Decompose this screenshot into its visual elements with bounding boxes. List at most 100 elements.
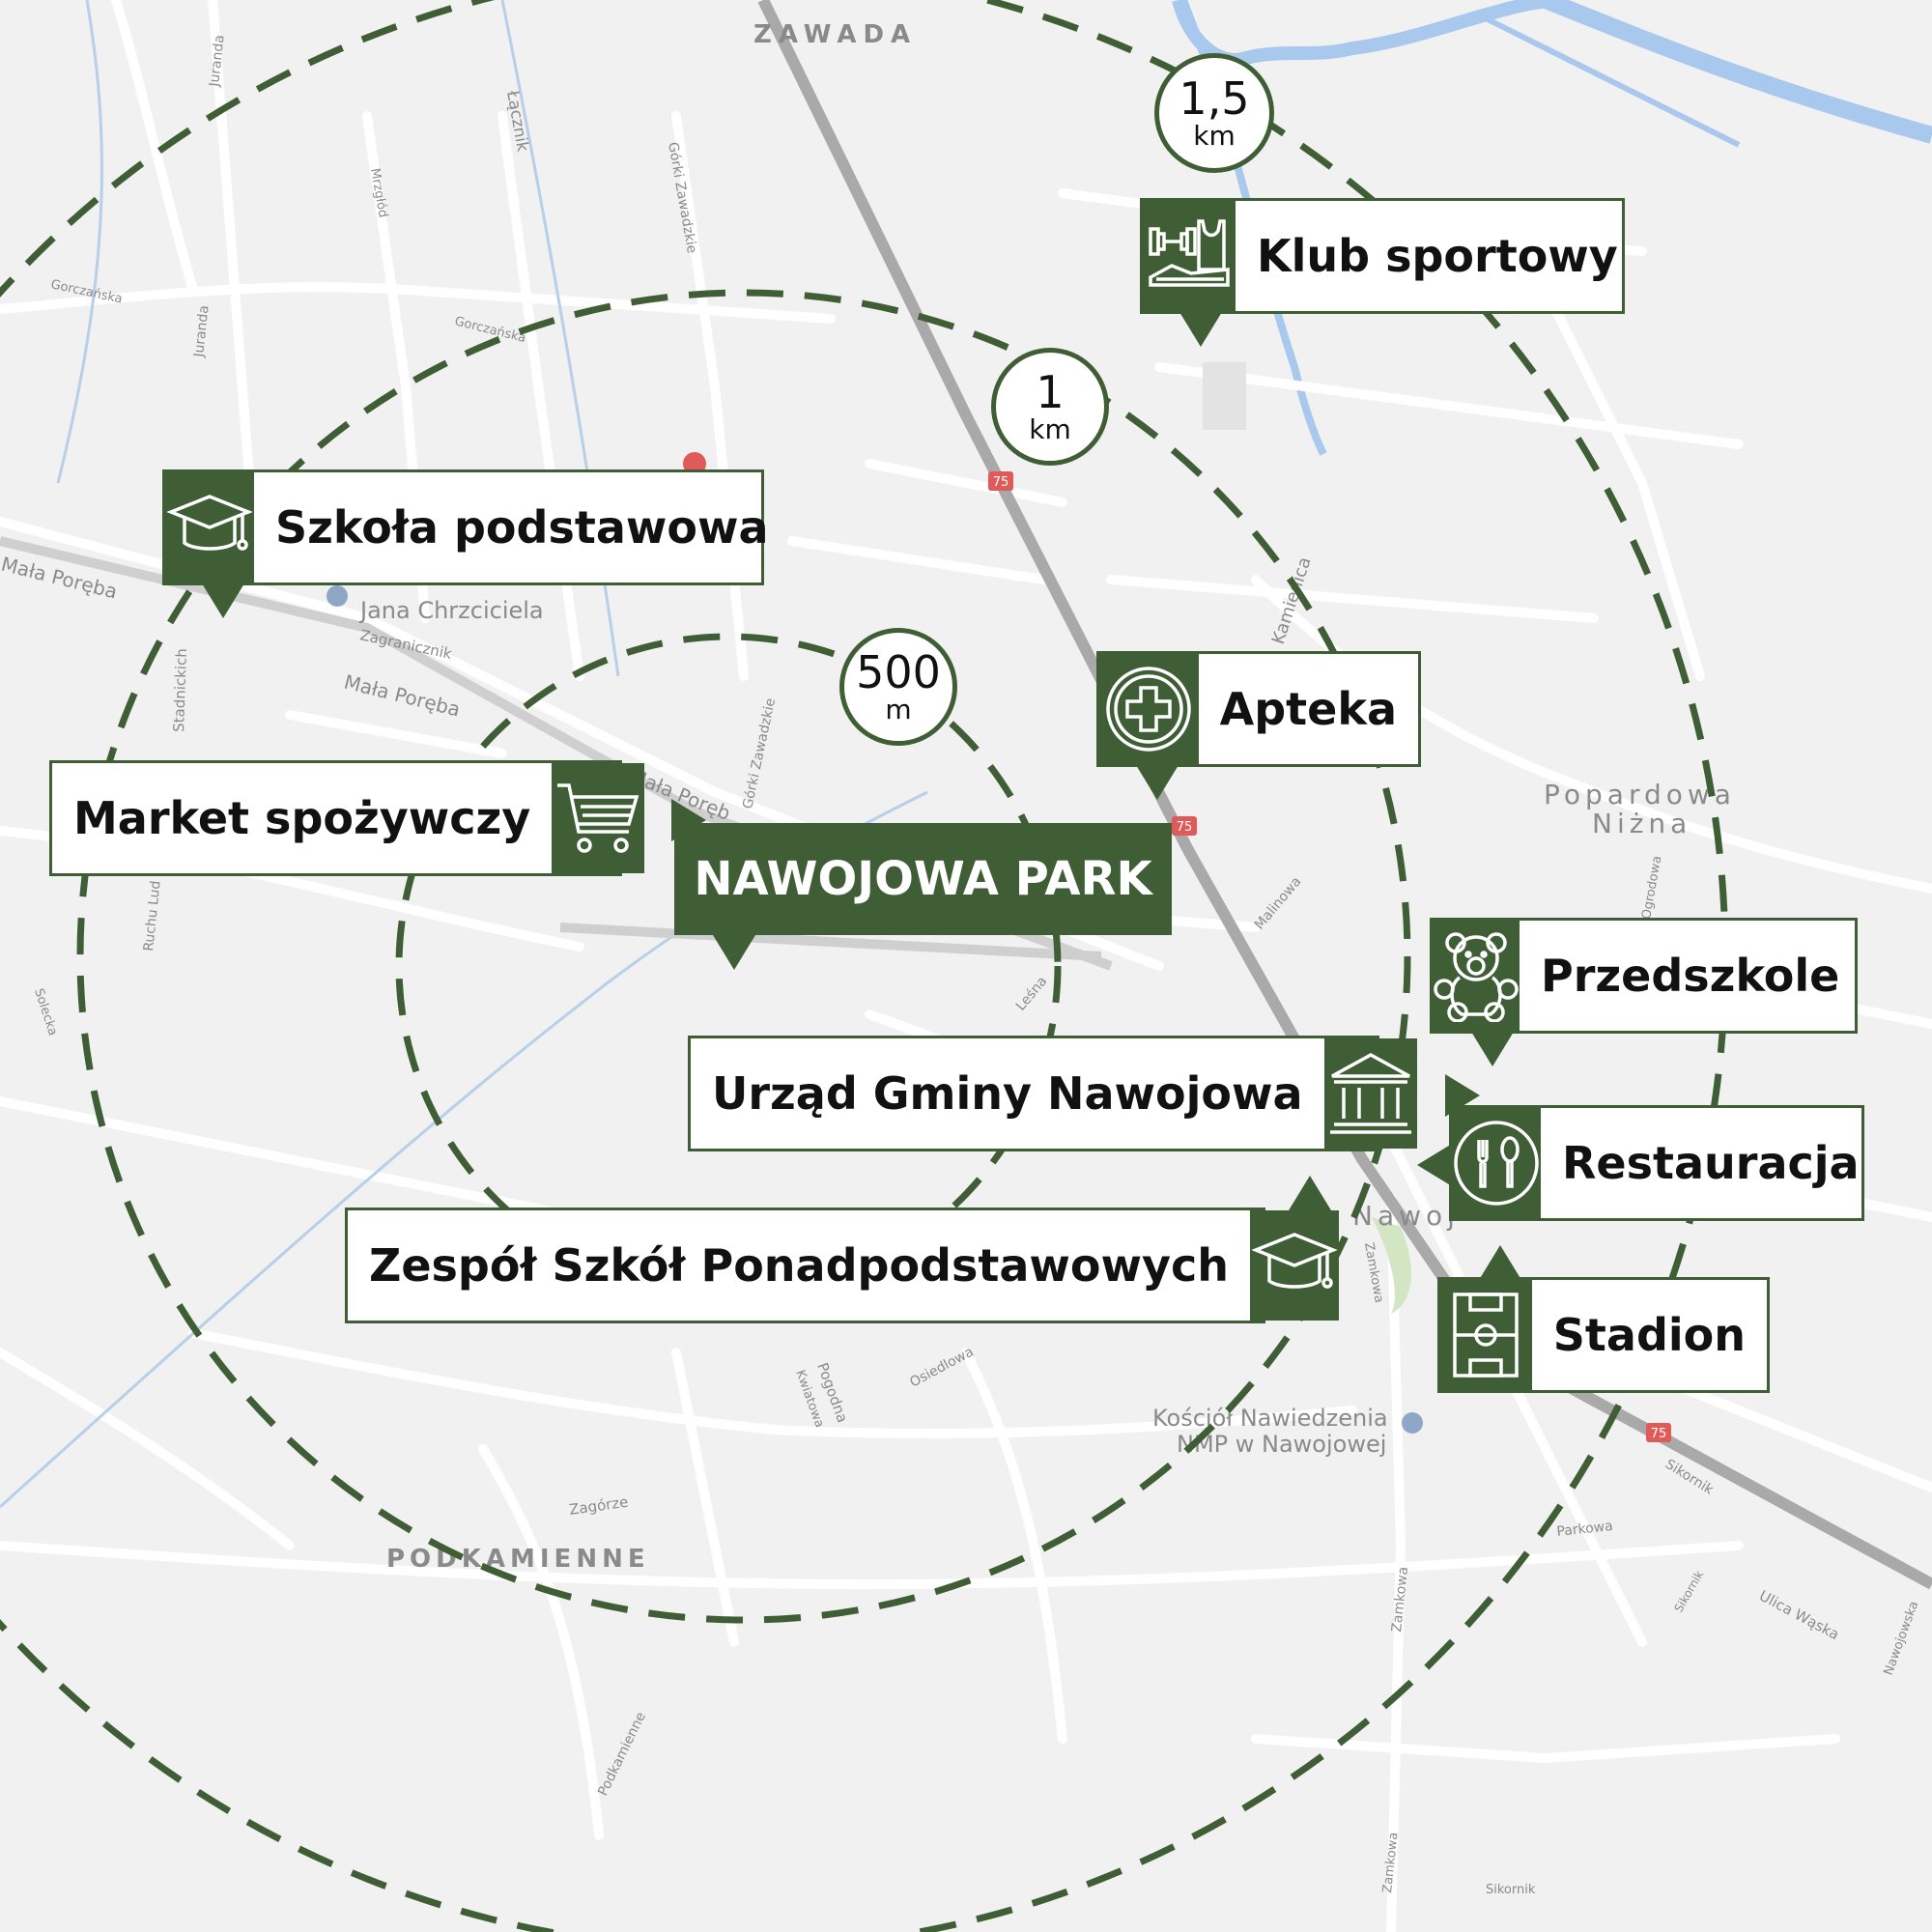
street-label: Zamkowa <box>1361 1241 1386 1304</box>
poi-icon-box <box>1417 1108 1541 1218</box>
river <box>1172 0 1566 67</box>
place-label: ZAWADA <box>753 20 917 49</box>
football-pitch-icon <box>1453 1293 1520 1378</box>
poi-pointer <box>1179 312 1222 347</box>
graduation-cap-icon <box>166 495 253 551</box>
distance-value: 500 <box>856 646 941 698</box>
road-shield-75: 75 <box>988 471 1013 491</box>
poi-label: Urząd Gminy Nawojowa <box>712 1067 1303 1120</box>
street-label: Mała Poręba <box>342 670 463 722</box>
poi-label: Apteka <box>1219 683 1397 735</box>
street-label: Zagórze <box>568 1493 629 1519</box>
road-shield-75: 75 <box>1172 816 1197 836</box>
poi-label: Zespół Szkół Ponadpodstawowych <box>369 1239 1229 1292</box>
poi-label: Przedszkole <box>1541 950 1840 1002</box>
place-label: Popardowa <box>1544 779 1736 810</box>
place-label: Kościół Nawiedzenia <box>1152 1405 1388 1432</box>
poi-zespol-szkol[interactable]: Zespół Szkół Ponadpodstawowych <box>345 1176 1339 1323</box>
pharmacy-cross-icon <box>1106 667 1192 752</box>
poi-stadion[interactable]: Stadion <box>1437 1245 1770 1393</box>
poi-icon-box <box>552 763 707 873</box>
place-label: Jana Chrzciciela <box>358 597 544 624</box>
poi-pointer <box>1136 765 1179 800</box>
road-shield-label: 75 <box>993 475 1009 490</box>
poi-icon-box <box>1099 654 1199 800</box>
street-label: Zamkowa <box>1389 1566 1411 1633</box>
road-shield-label: 75 <box>1177 820 1193 835</box>
parish-marker <box>327 585 348 607</box>
church-marker <box>1402 1412 1423 1434</box>
place-label: Nawoj <box>1352 1200 1460 1232</box>
road-center-east <box>559 923 1102 961</box>
distance-badge-1-5km: 1,5 km <box>1154 53 1274 173</box>
river <box>1542 0 1932 144</box>
fork-spoon-icon <box>1454 1121 1539 1206</box>
street-label: Sikornik <box>1486 1883 1536 1897</box>
place-label: PODKAMIENNE <box>386 1545 650 1574</box>
street-label: Osiedlowa <box>907 1345 976 1391</box>
distance-value: 1,5 <box>1179 72 1250 125</box>
poi-klub-sportowy[interactable]: Klub sportowy <box>1140 198 1625 347</box>
street-label: Sikornik <box>1671 1568 1706 1614</box>
ring-500m <box>395 633 1062 1299</box>
poi-label: Market spożywczy <box>73 792 531 844</box>
street-label: Mrzgłód <box>367 167 390 218</box>
center-pointer <box>713 935 755 970</box>
place-label: NMP w Nawojowej <box>1177 1431 1386 1458</box>
poi-pointer <box>1479 1245 1521 1280</box>
poi-label: Restauracja <box>1562 1137 1860 1189</box>
street-label: Górki Zawadzkie <box>665 141 699 255</box>
poi-apteka[interactable]: Apteka <box>1096 651 1421 800</box>
river <box>1486 16 1741 148</box>
road-shield-label: 75 <box>1651 1427 1667 1441</box>
poi-icon-box <box>1250 1176 1339 1321</box>
government-building-icon <box>1329 1053 1411 1134</box>
distance-value: 1 <box>1036 366 1065 418</box>
poi-pointer <box>671 799 707 841</box>
gym-icon <box>1149 219 1230 287</box>
street-label: Ruchu Lud <box>141 880 164 952</box>
street-label: Ulica Wąska <box>1756 1587 1842 1644</box>
distance-unit: km <box>1193 120 1236 152</box>
street-label: Juranda <box>191 304 213 358</box>
shopping-cart-icon <box>557 783 639 853</box>
street-label: Solecka <box>31 987 60 1037</box>
street-label: Zamkowa <box>1380 1832 1402 1893</box>
graduation-cap-icon <box>1251 1233 1338 1289</box>
sports-field-area <box>1203 362 1246 430</box>
distance-unit: km <box>1029 413 1071 445</box>
poi-pointer <box>202 583 244 618</box>
poi-pointer <box>1289 1176 1331 1210</box>
poi-icon-box <box>1433 921 1520 1066</box>
street-label: Leśna <box>1013 974 1051 1014</box>
poi-przedszkole[interactable]: Przedszkole <box>1430 918 1858 1066</box>
park-area <box>1372 1217 1411 1314</box>
distance-badge-500m: 500 m <box>839 628 957 746</box>
poi-label: Stadion <box>1552 1309 1746 1361</box>
center-label[interactable]: NAWOJOWA PARK <box>674 823 1172 970</box>
place-label: Niżna <box>1592 808 1691 839</box>
street-label: Podkamienne <box>595 1710 649 1799</box>
center-label-text: NAWOJOWA PARK <box>694 852 1152 906</box>
poi-szkola-podstawowa[interactable]: Szkoła podstawowa <box>162 469 769 618</box>
street-label: Malinowa <box>1252 874 1305 933</box>
street-label: Górki Zawadzkie <box>740 696 779 810</box>
street-label: Zagranicznik <box>358 626 453 663</box>
street-label: Parkowa <box>1556 1519 1614 1540</box>
ring-1km <box>76 289 1411 1624</box>
poi-icon-box <box>1440 1245 1532 1390</box>
poi-restauracja[interactable]: Restauracja <box>1417 1105 1864 1221</box>
poi-icon-box <box>1323 1038 1480 1149</box>
poi-label: Szkoła podstawowa <box>275 501 769 554</box>
poi-urzad-gminy[interactable]: Urząd Gminy Nawojowa <box>688 1036 1480 1151</box>
poi-market-spozywczy[interactable]: Market spożywczy <box>49 760 707 876</box>
teddy-bear-icon <box>1434 932 1519 1022</box>
poi-label: Klub sportowy <box>1257 230 1618 282</box>
street-label: Stadnickich <box>170 648 190 732</box>
poi-icon-box <box>165 472 254 618</box>
poi-pointer <box>1417 1144 1452 1186</box>
street-label: Ogrodowa <box>1639 855 1664 921</box>
poi-icon-box <box>1143 201 1236 347</box>
distance-unit: m <box>885 694 912 725</box>
poi-pointer <box>1471 1032 1514 1066</box>
